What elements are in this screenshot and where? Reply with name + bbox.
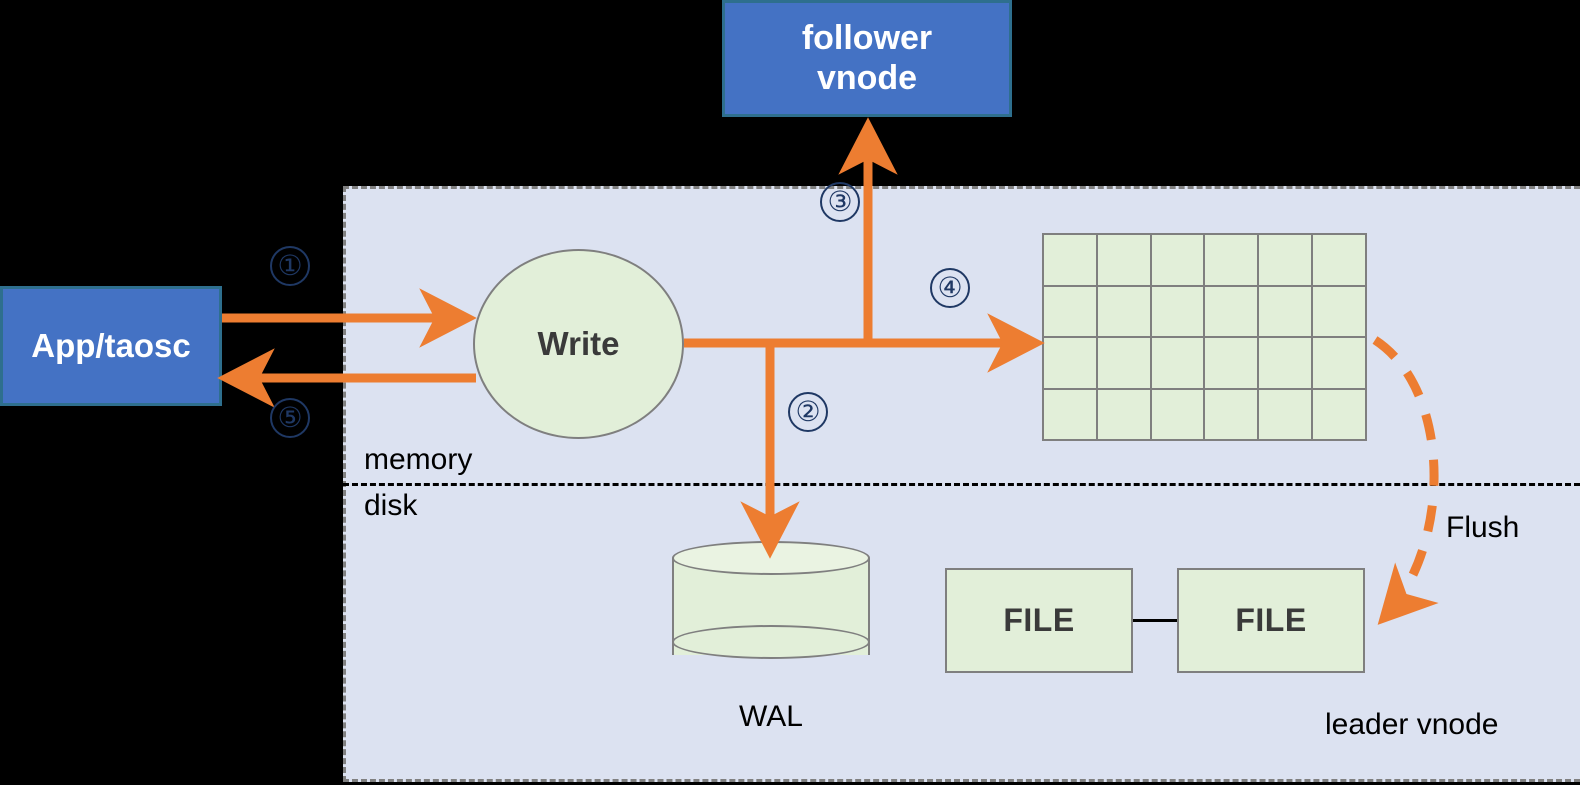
memtable-grid: [1042, 233, 1367, 441]
wal-cylinder: [672, 541, 870, 672]
step-number-1: ①: [270, 246, 310, 286]
memtable-cell: [1044, 235, 1096, 285]
step-number-5: ⑤: [270, 398, 310, 438]
wal-cylinder-bottom: [672, 625, 870, 659]
file-link-connector: [1133, 619, 1177, 622]
follower-vnode-node: follower vnode: [722, 0, 1012, 117]
memtable-cell: [1313, 286, 1365, 336]
memtable-cell: [1151, 338, 1204, 388]
app-taosc-node: App/taosc: [0, 286, 222, 406]
wal-label: WAL: [739, 700, 803, 733]
file-box-1: FILE: [945, 568, 1133, 673]
write-node: Write: [473, 249, 684, 439]
memtable-cell: [1259, 338, 1312, 388]
follower-vnode-line1: follower: [801, 19, 933, 58]
memtable-cell: [1313, 389, 1365, 439]
memory-tier-label: memory: [364, 443, 473, 476]
memtable-cell: [1151, 286, 1204, 336]
step-number-3: ③: [820, 182, 860, 222]
follower-vnode-line2: vnode: [816, 58, 918, 97]
memtable-cell: [1151, 235, 1204, 285]
memtable-cell: [1044, 389, 1096, 439]
flush-label: Flush: [1446, 511, 1520, 544]
leader-vnode-label: leader vnode: [1325, 708, 1499, 741]
memtable-cell: [1259, 286, 1312, 336]
memtable-cell: [1205, 235, 1258, 285]
memtable-cell: [1097, 235, 1150, 285]
memtable-cell: [1097, 389, 1150, 439]
disk-tier-label: disk: [364, 489, 418, 522]
file-box-2: FILE: [1177, 568, 1365, 673]
step-number-2: ②: [788, 392, 828, 432]
memtable-cell: [1259, 389, 1312, 439]
memtable-cell: [1205, 286, 1258, 336]
memtable-cell: [1313, 235, 1365, 285]
memtable-cell: [1313, 338, 1365, 388]
memtable-cell: [1151, 389, 1204, 439]
memtable-cell: [1205, 389, 1258, 439]
memtable-cell: [1259, 235, 1312, 285]
memtable-cell: [1044, 338, 1096, 388]
memtable-cell: [1097, 338, 1150, 388]
memtable-cell: [1097, 286, 1150, 336]
memtable-cell: [1205, 338, 1258, 388]
step-number-4: ④: [930, 268, 970, 308]
memory-disk-divider: [343, 483, 1580, 486]
wal-cylinder-top: [672, 541, 870, 575]
memtable-cell: [1044, 286, 1096, 336]
